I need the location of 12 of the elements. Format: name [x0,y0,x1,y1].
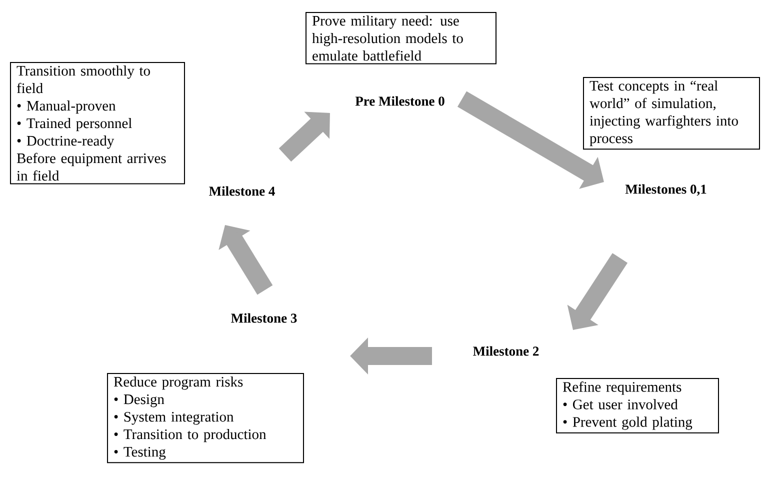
text-box: Transition smoothly to field • Manual-proven • Trained personnel • Doctrine-ready Before equipment arrives in field [10,62,185,184]
text-box: Reduce program risks • Design • System integration • Transition to production • Testing [107,373,304,464]
milestone-label: Milestone 3 [231,313,297,323]
milestone-label: Pre Milestone 0 [355,96,444,106]
milestone-label: Milestone 4 [209,186,275,196]
block-arrow [218,225,273,295]
text-box: Test concepts in “real world” of simulation, injecting warfighters into process [583,77,760,150]
text-box: Prove military need: use high-resolution models to emulate battlefield [306,12,496,64]
milestone-label: Milestones 0,1 [625,184,706,196]
milestone-label: Milestone 2 [473,346,539,356]
text-box: Refine requirements • Get user involved • Prevent gold plating [556,378,719,434]
block-arrow [278,112,330,162]
